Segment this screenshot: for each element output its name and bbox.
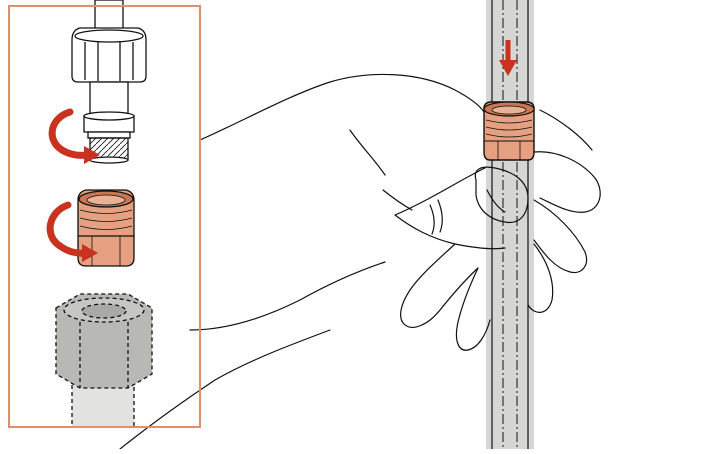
inset-tap-adapter (72, 0, 146, 163)
inset-hose-nut (56, 294, 152, 427)
main-copper-fitting (484, 102, 534, 160)
